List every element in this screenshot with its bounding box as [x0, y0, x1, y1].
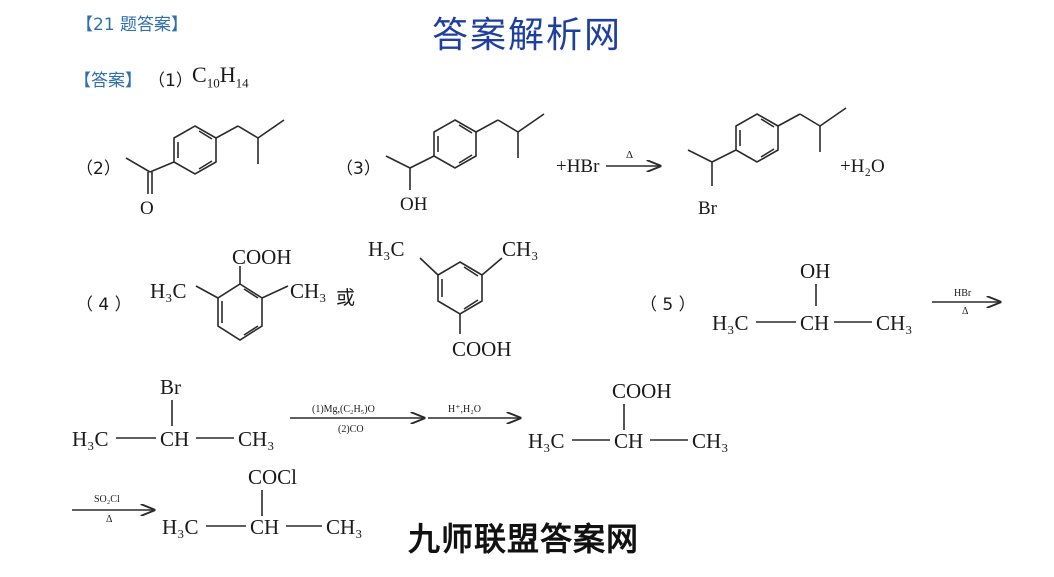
ch3-label-5a: CH₃: [876, 311, 913, 335]
ch3-label-5c: CH₃: [692, 429, 729, 453]
structure-carboxylic-acid: COOH H₃C CH CH₃: [528, 379, 729, 453]
ch-label-5c: CH: [614, 429, 643, 453]
carbonyl-oxygen: O: [140, 198, 154, 219]
grignard-reagent: (1)Mg,(C₂H₅)O: [312, 404, 375, 415]
part4-number: （ 4 ）: [76, 295, 132, 315]
ch3-label-5b: CH₃: [238, 427, 275, 451]
structure-part3-reactant: OH: [385, 113, 545, 215]
structure-bromopropane: Br H₃C CH CH₃: [72, 375, 275, 451]
oh-label-5: OH: [800, 259, 830, 283]
watermark-top: 答案解析网: [432, 15, 623, 56]
hbr-reagent: HBr: [954, 288, 972, 299]
h3c-label-5c: H₃C: [528, 429, 565, 453]
structure-part4-a: COOH H₃C CH₃: [150, 245, 327, 341]
delta-label-part5a: Δ: [962, 306, 969, 317]
structure-part4-b: H₃C CH₃ COOH: [368, 237, 539, 361]
part5-number: （ 5 ）: [640, 295, 696, 315]
structure-part3-product: Br: [687, 107, 847, 219]
co-reagent: (2)CO: [338, 424, 364, 435]
ch3-label-5d: CH₃: [326, 515, 363, 539]
h3c-label-5d: H₃C: [162, 515, 199, 539]
part3-number: （3）: [336, 159, 381, 179]
watermark-bottom: 九师联盟答案网: [408, 520, 640, 558]
part2-number: （2）: [76, 159, 121, 179]
h3c-label-4b: H₃C: [368, 237, 405, 261]
structure-part5-alcohol: OH H₃C CH CH₃: [712, 259, 913, 335]
ch-label-5a: CH: [800, 311, 829, 335]
h3c-label-4a: H₃C: [150, 279, 187, 303]
cooh-label-5: COOH: [612, 379, 672, 403]
bromine-label: Br: [698, 198, 718, 219]
cooh-label-4b: COOH: [452, 337, 512, 361]
ch3-label-4a: CH₃: [290, 279, 327, 303]
h3c-label-5a: H₃C: [712, 311, 749, 335]
part1-number: （1）: [148, 71, 193, 91]
acid-workup-reagent: H⁺,H₂O: [448, 404, 481, 415]
delta-label-part5d: Δ: [106, 514, 113, 525]
delta-label-part3: Δ: [626, 149, 633, 161]
thionyl-reagent: SO₂Cl: [94, 494, 120, 505]
structure-part2: O: [125, 119, 285, 219]
hydroxyl-label: OH: [400, 194, 428, 215]
molecular-formula: C10H14: [192, 62, 249, 91]
answer-tag: 【答案】: [74, 71, 142, 91]
water-product: +H₂O: [840, 156, 885, 177]
cocl-label: COCl: [248, 465, 297, 489]
ch-label-5d: CH: [250, 515, 279, 539]
cooh-label-4a: COOH: [232, 245, 292, 269]
h3c-label-5b: H₃C: [72, 427, 109, 451]
hbr-reactant: +HBr: [556, 156, 600, 177]
br-label-5: Br: [160, 375, 181, 399]
structure-acyl-chloride: COCl H₃C CH CH₃: [162, 465, 363, 539]
ch3-label-4b: CH₃: [502, 237, 539, 261]
or-label: 或: [336, 287, 355, 309]
question-number-tag: 【21 题答案】: [76, 15, 189, 35]
ch-label-5b: CH: [160, 427, 189, 451]
